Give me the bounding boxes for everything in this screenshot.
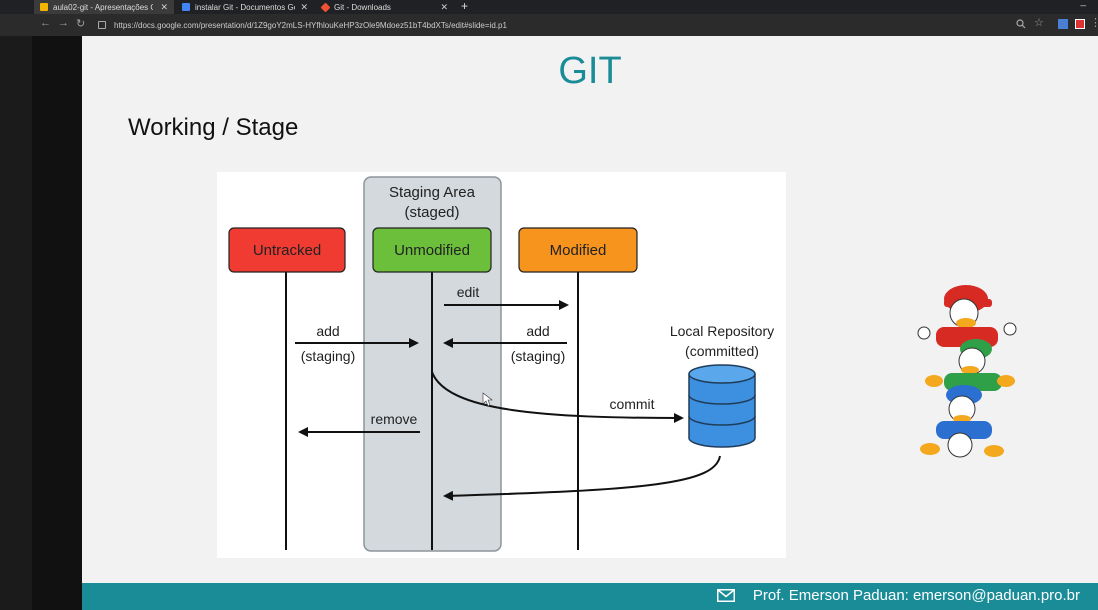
add-left-label: add bbox=[316, 323, 339, 339]
minimize-window-icon[interactable]: _ bbox=[1080, 0, 1086, 7]
modified-box bbox=[518, 227, 638, 273]
extension-icon[interactable] bbox=[1075, 19, 1085, 29]
footer-contact: Prof. Emerson Paduan: emerson@paduan.pro… bbox=[752, 587, 1080, 604]
add-left-sublabel: (staging) bbox=[301, 348, 355, 364]
ducks-illustration-icon bbox=[917, 285, 1017, 458]
remove-label: remove bbox=[371, 411, 418, 427]
commit-label: commit bbox=[609, 396, 654, 412]
browser-tab-presentation[interactable]: aula02-git - Apresentações Goog ✕ bbox=[34, 0, 174, 14]
docs-favicon-icon bbox=[182, 3, 190, 11]
slide-title: GIT bbox=[558, 50, 622, 92]
repository-sublabel: (committed) bbox=[685, 343, 759, 359]
close-tab-icon[interactable]: ✕ bbox=[440, 1, 448, 12]
reload-icon[interactable]: ↻ bbox=[76, 18, 86, 30]
forward-icon[interactable]: → bbox=[58, 17, 69, 29]
new-tab-icon[interactable]: + bbox=[461, 0, 469, 13]
mouse-cursor-icon bbox=[482, 392, 493, 407]
git-favicon-icon bbox=[320, 2, 331, 12]
tab-title: Git - Downloads bbox=[334, 2, 391, 12]
untracked-label: Untracked bbox=[253, 242, 321, 259]
staging-area-label: Staging Area bbox=[389, 184, 476, 201]
untracked-box bbox=[228, 227, 346, 273]
database-icon bbox=[688, 364, 756, 448]
git-workflow-diagram: Staging Area (staged) Untracked Unmodifi… bbox=[217, 172, 786, 558]
bookmark-star-icon[interactable]: ☆ bbox=[1034, 17, 1044, 29]
add-right-sublabel: (staging) bbox=[511, 348, 565, 364]
browser-tab-docs[interactable]: instalar Git - Documentos Googl ✕ bbox=[176, 0, 314, 14]
commit-arrow bbox=[431, 371, 684, 423]
url-text: https://docs.google.com/presentation/d/1… bbox=[114, 20, 507, 30]
slide-footer: Prof. Emerson Paduan: emerson@paduan.pro… bbox=[82, 583, 1098, 610]
checkout-arrow bbox=[443, 455, 721, 501]
slide-subtitle: Working / Stage bbox=[128, 114, 299, 141]
close-tab-icon[interactable]: ✕ bbox=[300, 1, 308, 12]
staging-area-sublabel: (staged) bbox=[404, 204, 459, 221]
browser-tab-bar: aula02-git - Apresentações Goog ✕ instal… bbox=[0, 0, 1098, 14]
address-bar[interactable]: https://docs.google.com/presentation/d/1… bbox=[92, 17, 1022, 33]
left-margin bbox=[0, 36, 32, 610]
unmodified-box bbox=[372, 227, 492, 273]
lock-icon bbox=[98, 21, 106, 29]
translate-extension-icon[interactable] bbox=[1058, 19, 1068, 29]
add-right-label: add bbox=[526, 323, 549, 339]
browser-toolbar: ← → ↻ https://docs.google.com/presentati… bbox=[0, 14, 1098, 36]
modified-label: Modified bbox=[550, 242, 607, 259]
slide-canvas: GIT Working / Stage Staging Area (staged… bbox=[82, 36, 1098, 610]
repository-label: Local Repository bbox=[670, 323, 774, 339]
tab-title: aula02-git - Apresentações Goog bbox=[53, 2, 153, 12]
unmodified-label: Unmodified bbox=[394, 242, 470, 259]
zoom-icon[interactable] bbox=[1016, 19, 1026, 29]
edit-label: edit bbox=[457, 284, 480, 300]
tab-title: instalar Git - Documentos Googl bbox=[195, 2, 295, 12]
close-tab-icon[interactable]: ✕ bbox=[160, 1, 168, 12]
back-icon[interactable]: ← bbox=[40, 17, 51, 29]
browser-tab-git-downloads[interactable]: Git - Downloads ✕ bbox=[316, 0, 454, 14]
slides-favicon-icon bbox=[40, 3, 48, 11]
menu-icon[interactable]: ⋮ bbox=[1090, 17, 1098, 29]
mail-icon bbox=[717, 589, 735, 602]
